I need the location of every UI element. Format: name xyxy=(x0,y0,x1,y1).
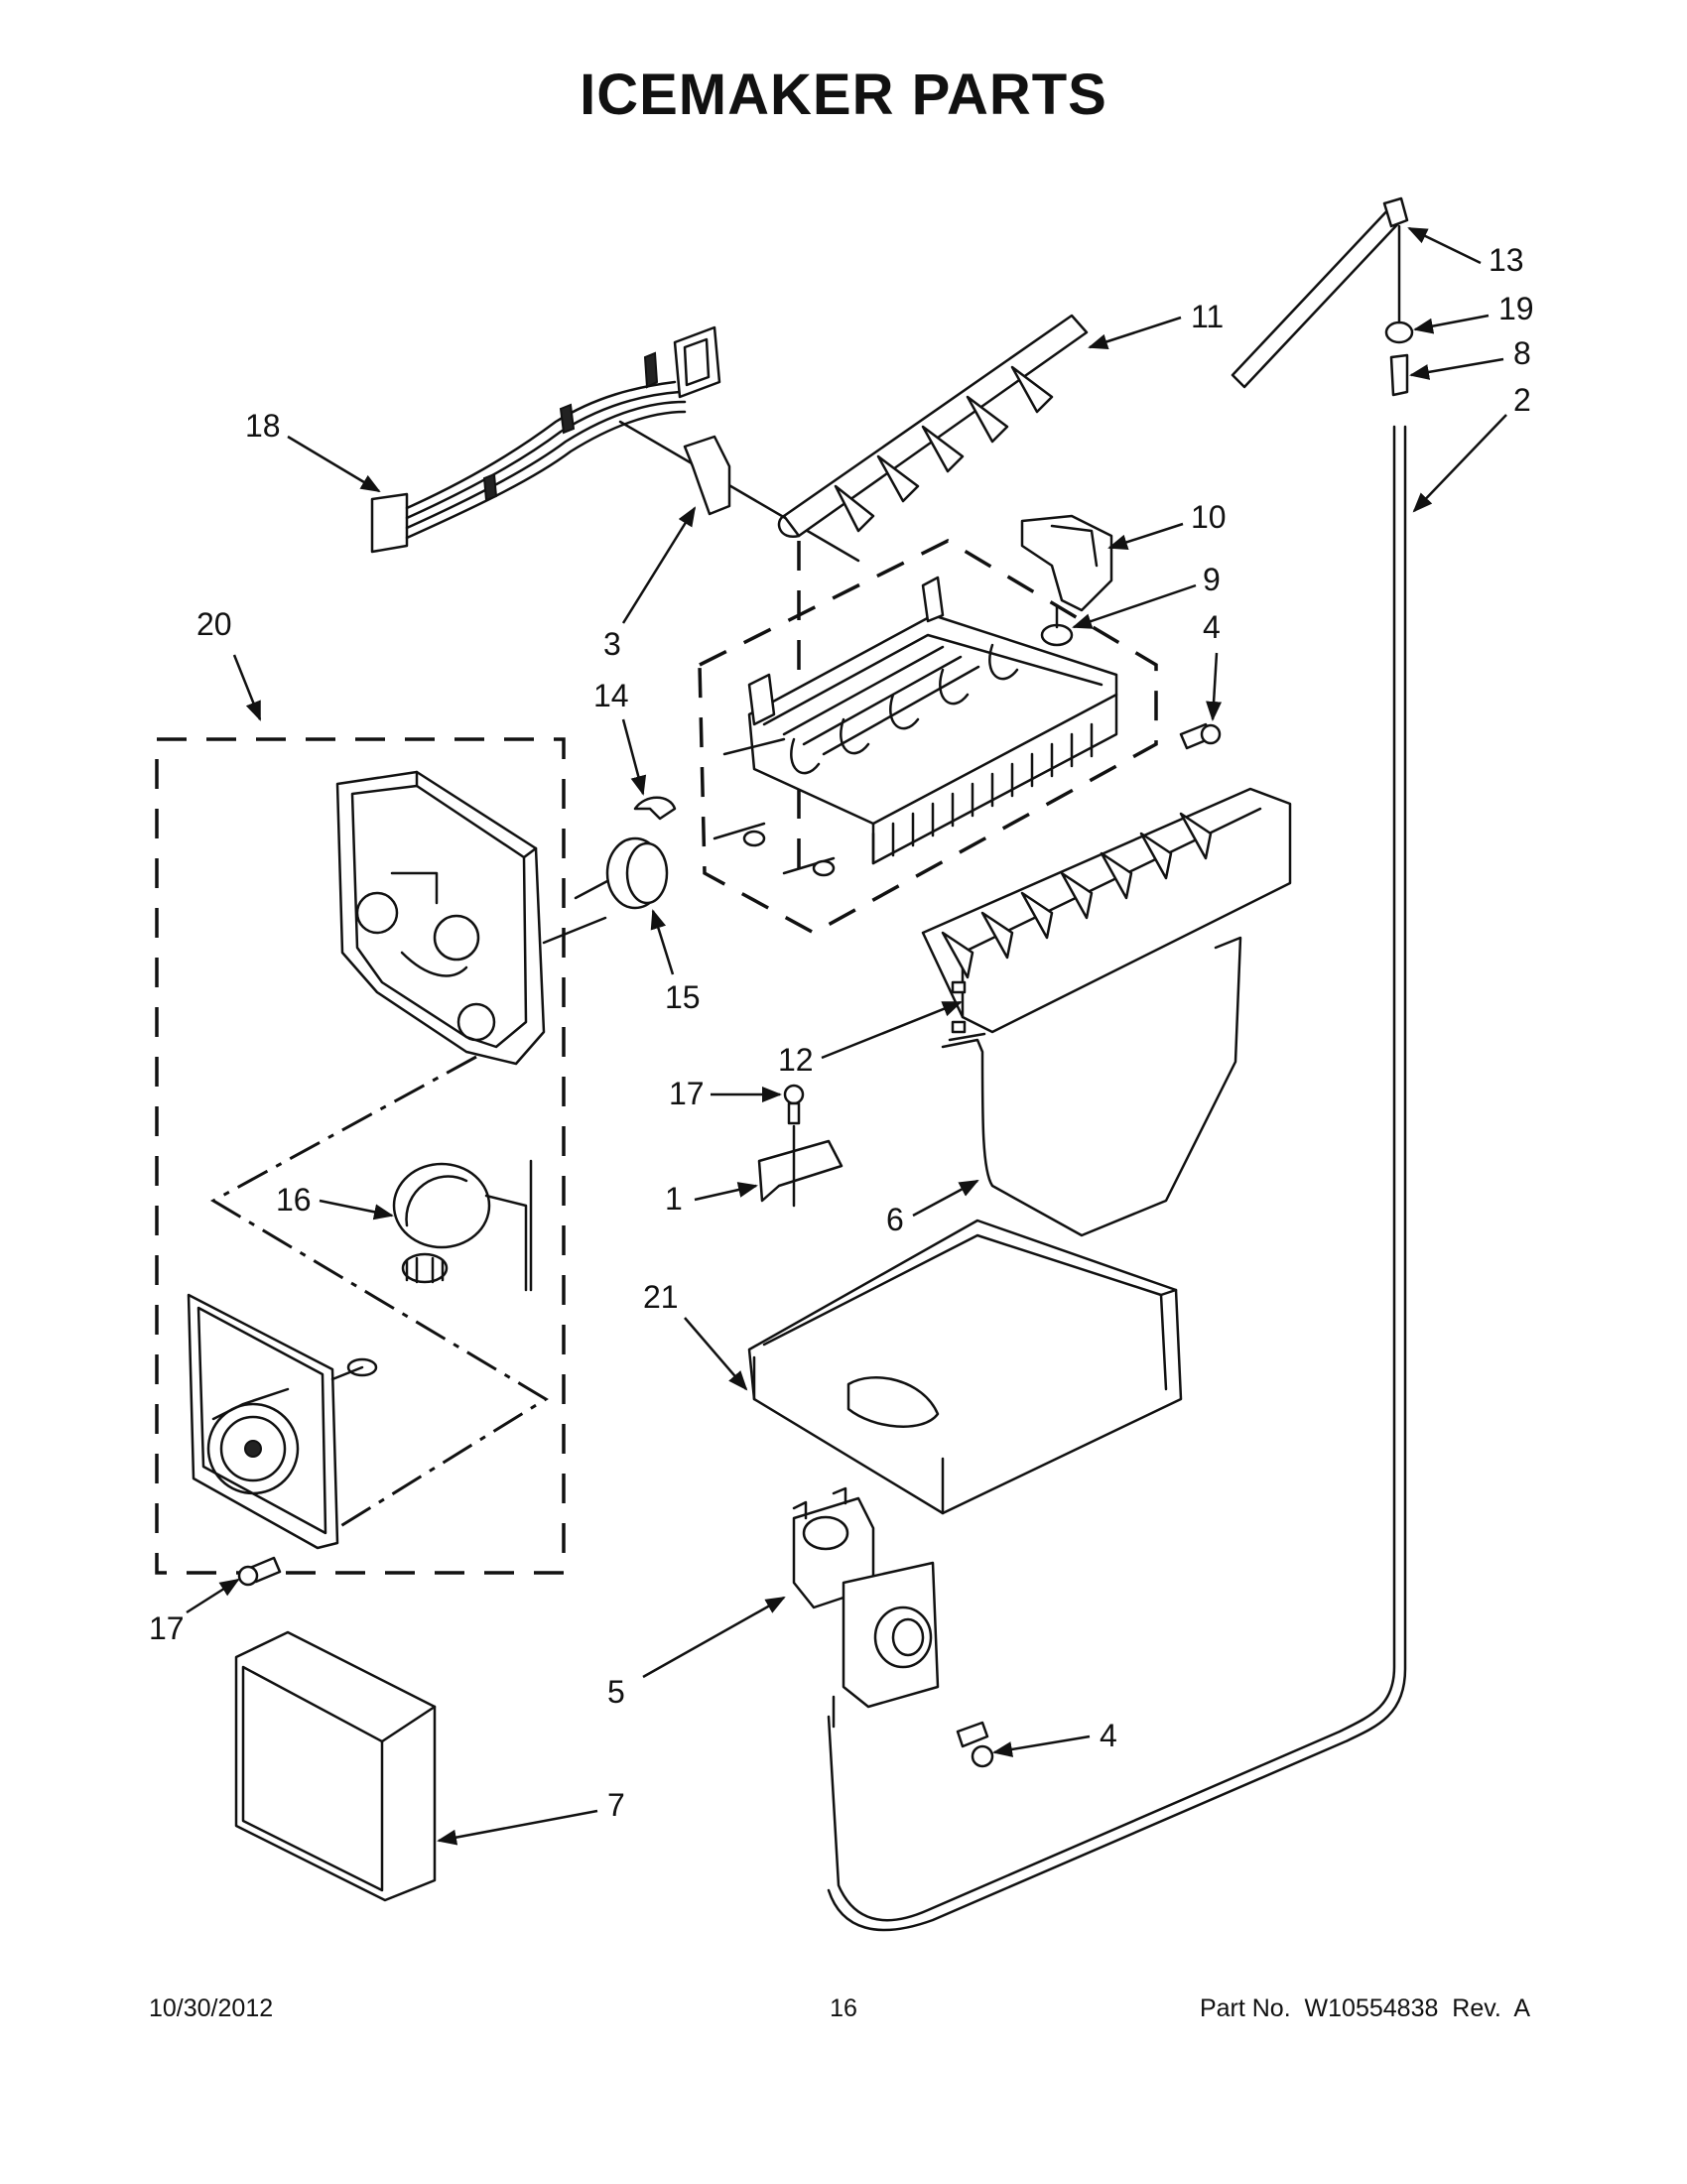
callout-6: 6 xyxy=(886,1202,904,1237)
callout-11: 11 xyxy=(1191,299,1224,334)
callout-20: 20 xyxy=(196,606,232,642)
screw-17-left xyxy=(237,1556,282,1587)
screw-4-top xyxy=(1179,722,1222,750)
clip xyxy=(683,435,731,516)
fitting xyxy=(1389,353,1409,397)
callout-17-middle: 17 xyxy=(669,1076,705,1111)
icemaker-mold xyxy=(713,576,1118,877)
callout-18: 18 xyxy=(245,408,281,444)
callout-19: 19 xyxy=(1498,291,1534,326)
ice-stripper xyxy=(921,787,1292,1034)
assembly-connection-lines xyxy=(209,1055,549,1530)
callout-12: 12 xyxy=(778,1042,814,1078)
callout-10: 10 xyxy=(1191,499,1227,535)
module-cover xyxy=(234,1630,437,1902)
footer-date: 10/30/2012 xyxy=(149,1994,274,2022)
callout-7: 7 xyxy=(607,1787,625,1823)
mold-assembly-boundary xyxy=(698,539,1158,935)
callout-14: 14 xyxy=(593,678,629,713)
screw-17-middle xyxy=(783,1084,805,1125)
wire-harness xyxy=(370,325,860,563)
shutoff-arm xyxy=(941,936,1242,1237)
ejector xyxy=(777,314,1089,539)
fill-tube xyxy=(1231,196,1409,389)
callout-5: 5 xyxy=(607,1674,625,1710)
module-back-plate xyxy=(187,1293,378,1550)
callout-2: 2 xyxy=(1513,382,1531,418)
water-valve xyxy=(792,1486,940,1729)
thermostat-clip xyxy=(633,796,677,821)
callout-13: 13 xyxy=(1489,242,1524,278)
control-module-housing xyxy=(335,770,607,1066)
motor xyxy=(392,1159,533,1292)
module-assembly-boundary xyxy=(155,737,566,1575)
callout-3: 3 xyxy=(603,626,621,662)
callout-21: 21 xyxy=(643,1279,679,1315)
callout-16: 16 xyxy=(276,1182,312,1218)
footer-page-number: 16 xyxy=(830,1994,857,2022)
page-title: ICEMAKER PARTS xyxy=(580,63,1107,127)
callout-8: 8 xyxy=(1513,335,1531,371)
screw-4-bottom xyxy=(956,1721,994,1768)
callout-15: 15 xyxy=(665,979,701,1015)
water-tube xyxy=(827,224,1401,1922)
callout-4-bottom: 4 xyxy=(1100,1718,1117,1753)
callout-9: 9 xyxy=(1203,562,1221,597)
grommet xyxy=(1384,321,1414,344)
footer-part-number: Part No. W10554838 Rev. A xyxy=(1199,1994,1530,2022)
callout-17-left: 17 xyxy=(149,1610,185,1646)
arm-bracket xyxy=(757,1139,844,1203)
bracket xyxy=(1020,514,1113,647)
thermostat xyxy=(574,836,669,910)
callout-4-top: 4 xyxy=(1203,609,1221,645)
callout-1: 1 xyxy=(665,1181,683,1217)
ice-bin xyxy=(747,1219,1183,1515)
callouts: 18 20 3 14 15 11 10 9 4 13 19 8 xyxy=(149,226,1534,1846)
